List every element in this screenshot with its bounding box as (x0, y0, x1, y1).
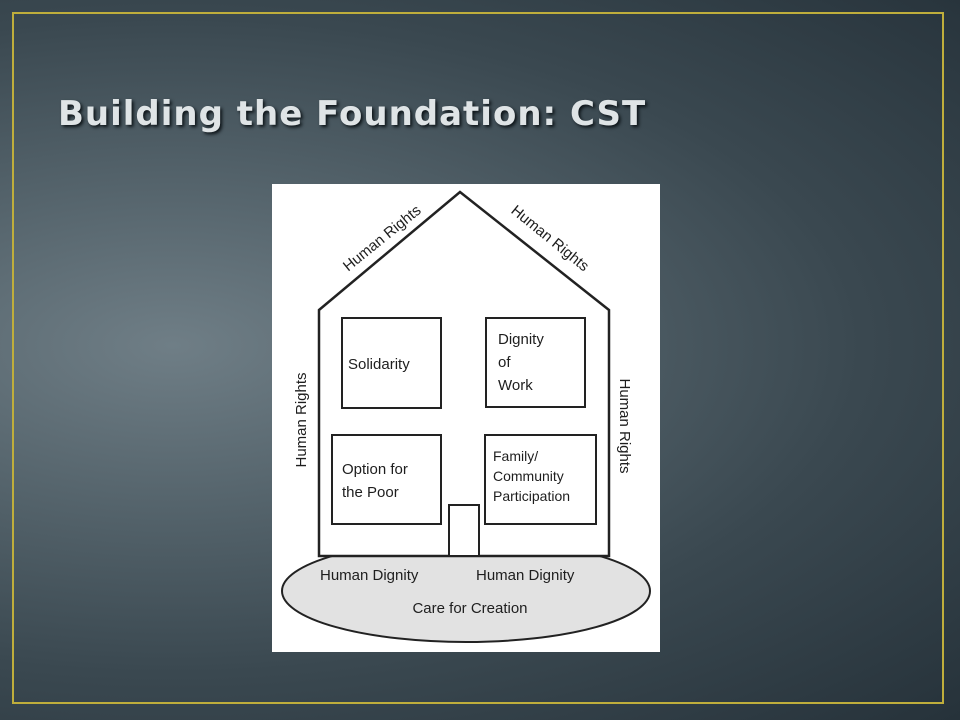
dignity-of-work-line-3: Work (498, 377, 533, 394)
family-line-1: Family/ (493, 448, 538, 464)
door (448, 504, 480, 557)
slide-title: Building the Foundation: CST (58, 94, 647, 134)
wall-left-label: Human Rights (293, 372, 310, 467)
option-for-the-poor-label: Option for the Poor (342, 461, 412, 501)
dignity-of-work-line-2: of (498, 354, 511, 371)
window-solidarity (341, 317, 442, 409)
window-dignity-of-work (485, 317, 586, 408)
option-line-2: the Poor (342, 484, 399, 501)
foundation-right-label: Human Dignity (476, 567, 575, 584)
cst-house-diagram: Human Rights Human Rights Human Rights H… (272, 184, 660, 652)
option-line-1: Option for (342, 461, 408, 478)
care-for-creation-label: Care for Creation (412, 600, 527, 617)
window-family-community-participation (484, 434, 597, 525)
family-community-participation-label: Family/ Community Participation (493, 448, 570, 504)
family-line-3: Participation (493, 488, 570, 504)
solidarity-label: Solidarity (348, 356, 410, 373)
dignity-of-work-line-1: Dignity (498, 331, 544, 348)
dignity-of-work-label: Dignity of Work (498, 331, 548, 394)
window-option-for-the-poor (331, 434, 442, 525)
family-line-2: Community (493, 468, 564, 484)
slide-frame (12, 12, 944, 704)
wall-right-label: Human Rights (616, 378, 633, 473)
foundation-left-label: Human Dignity (320, 567, 419, 584)
